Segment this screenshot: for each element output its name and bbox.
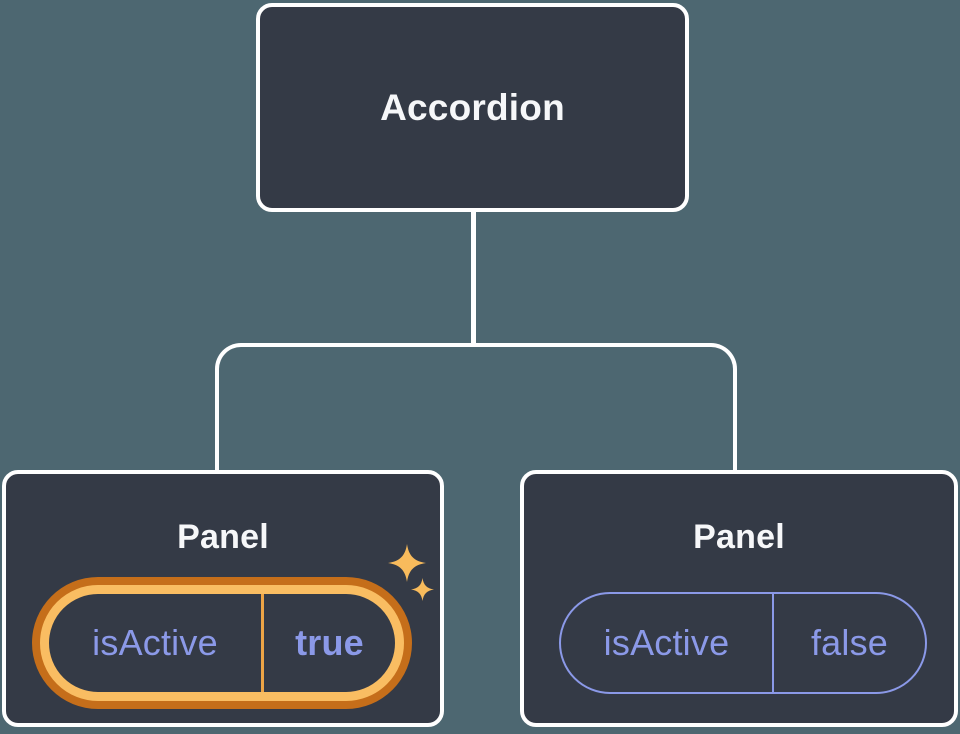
accordion-node: Accordion bbox=[256, 3, 689, 212]
connector-stem-line bbox=[471, 210, 476, 345]
sparkle-icon-small bbox=[411, 578, 434, 601]
panel-node-active: Panel isActive true bbox=[2, 470, 444, 727]
panel-title: Panel bbox=[177, 518, 269, 556]
pill-divider bbox=[772, 594, 774, 692]
state-value-label: false bbox=[810, 622, 889, 663]
panel-title: Panel bbox=[693, 518, 785, 556]
sparkle-icon-large bbox=[388, 544, 426, 582]
accordion-node-label: Accordion bbox=[380, 86, 565, 128]
state-pill-active: isActive true bbox=[40, 585, 404, 701]
state-pill-inactive: isActive false bbox=[559, 592, 927, 694]
state-name-label: isActive bbox=[92, 622, 218, 663]
connector-branch-line bbox=[215, 343, 737, 470]
state-value-label: true bbox=[295, 622, 364, 663]
panel-node-inactive: Panel isActive false bbox=[520, 470, 958, 727]
pill-divider bbox=[261, 594, 264, 692]
state-name-label: isActive bbox=[603, 622, 730, 663]
